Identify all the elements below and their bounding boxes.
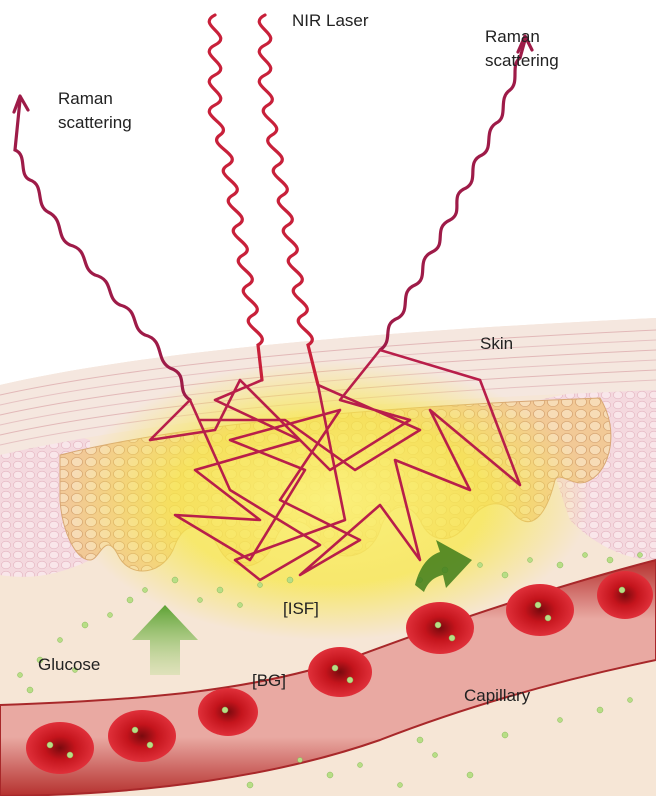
label-nir-laser: NIR Laser [292,10,369,31]
label-raman-right-line1: Raman [485,26,540,47]
label-raman-right-line2: scattering [485,50,559,71]
label-raman-left-line1: Raman [58,88,113,109]
label-bg: [BG] [252,670,286,691]
label-capillary: Capillary [464,685,530,706]
label-isf: [ISF] [283,598,319,619]
label-glucose: Glucose [38,654,100,675]
label-skin: Skin [480,333,513,354]
label-raman-left-line2: scattering [58,112,132,133]
